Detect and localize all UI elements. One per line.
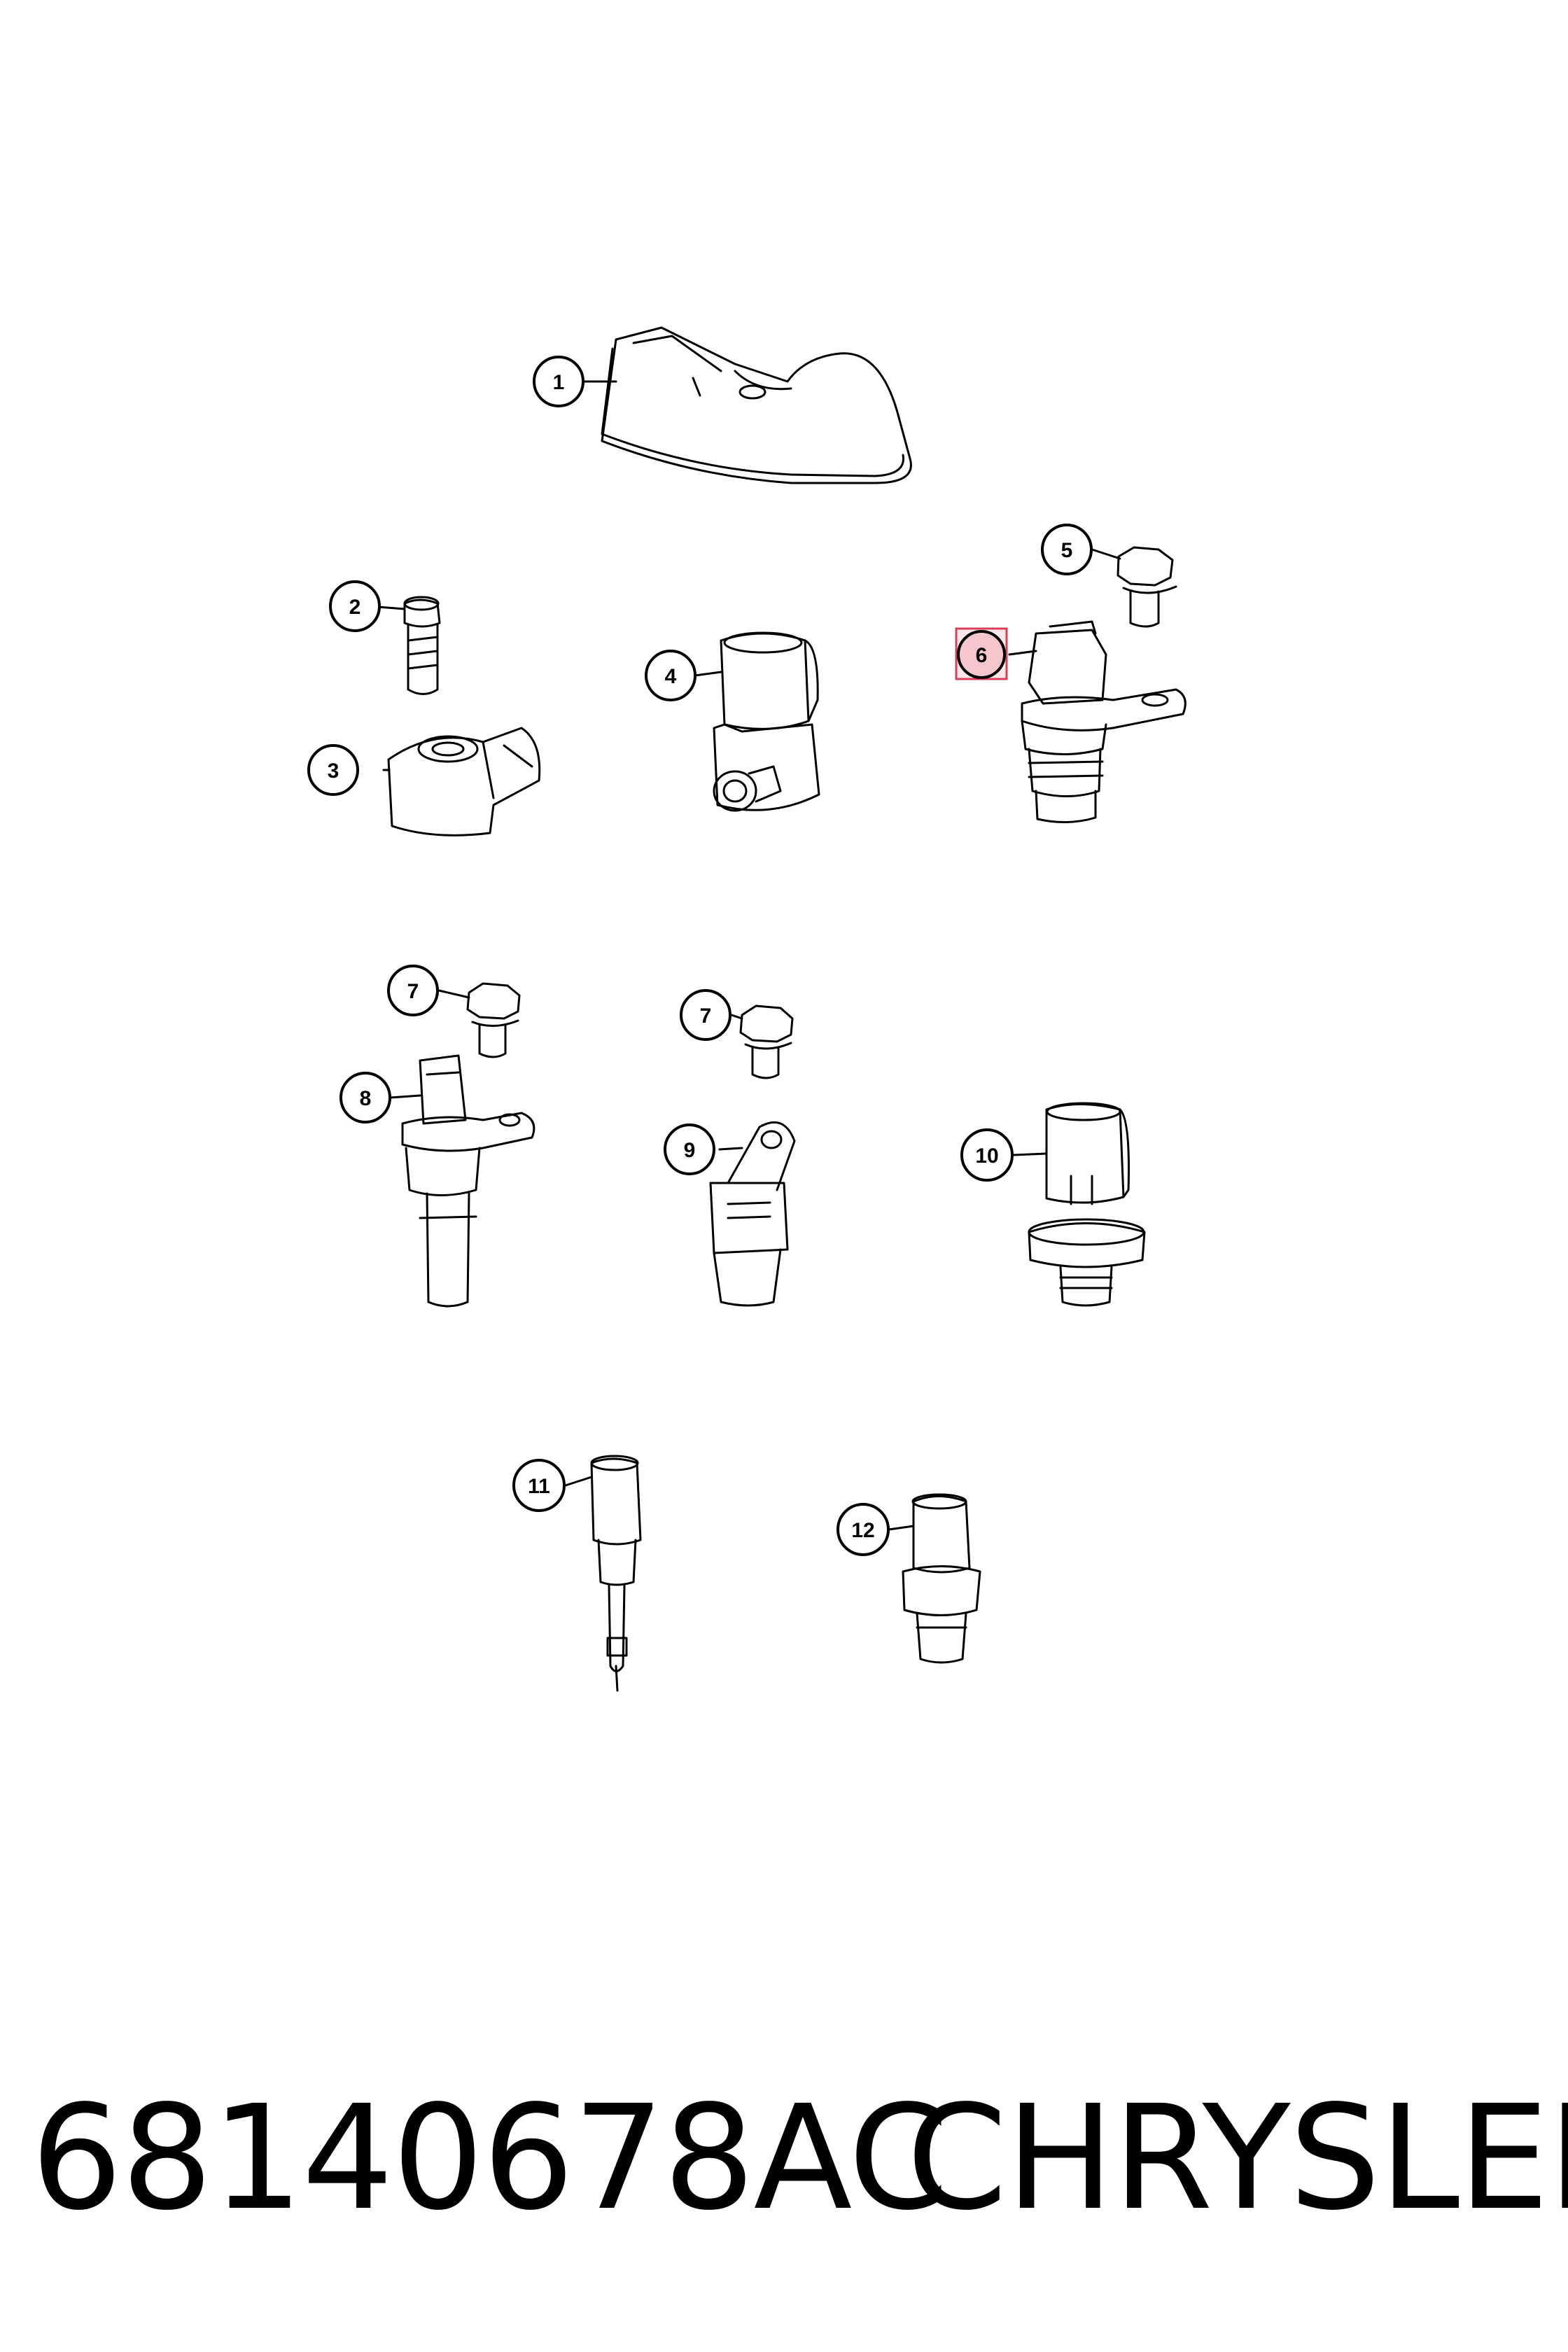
part-11-temp-sensor [590, 1455, 642, 1692]
callout-9-label: 9 [684, 1139, 696, 1162]
part-4-sensor [713, 631, 820, 812]
part-10-pressure-sender [1028, 1102, 1146, 1307]
callout-7b-label: 7 [700, 1004, 712, 1028]
callout-9[interactable]: 9 [664, 1124, 715, 1175]
callout-1-label: 1 [553, 371, 565, 394]
callout-7-center[interactable]: 7 [680, 989, 732, 1041]
callout-2[interactable]: 2 [329, 580, 381, 632]
brand-name: CHRYSLER [906, 2074, 1568, 2242]
part-9-sensor [709, 1121, 796, 1307]
callout-leader-lines [377, 380, 1121, 1531]
callout-5-label: 5 [1061, 539, 1073, 562]
part-7-bolt-left [466, 982, 521, 1058]
part-7-bolt-center [739, 1004, 794, 1079]
callout-4-label: 4 [665, 665, 677, 688]
callout-3-label: 3 [328, 760, 340, 783]
callout-5[interactable]: 5 [1041, 524, 1093, 575]
callout-2-label: 2 [349, 596, 361, 619]
part-1-engine-cover [601, 326, 912, 484]
callout-6-label: 6 [976, 644, 988, 667]
callout-10-label: 10 [975, 1144, 998, 1168]
callout-12-label: 12 [851, 1519, 874, 1542]
callout-7a-label: 7 [407, 980, 419, 1003]
callout-7-left[interactable]: 7 [387, 965, 439, 1016]
part-8-sensor [401, 1054, 536, 1308]
part-2-bolt [403, 596, 441, 695]
part-number: 68140678AC [31, 2074, 949, 2242]
callout-11-label: 11 [528, 1475, 550, 1498]
callout-8-label: 8 [360, 1087, 372, 1110]
callout-10[interactable]: 10 [960, 1128, 1014, 1182]
callout-12[interactable]: 12 [836, 1503, 890, 1556]
callouts: 1 2 3 4 5 6 7 7 [307, 356, 1093, 1556]
callout-6-highlighted[interactable]: 6 [955, 627, 1008, 680]
part-5-bolt [1116, 546, 1177, 628]
callout-3[interactable]: 3 [307, 744, 359, 796]
callout-4[interactable]: 4 [645, 650, 696, 701]
callout-8[interactable]: 8 [340, 1072, 391, 1124]
part-3-knock-sensor [387, 727, 541, 836]
callout-11[interactable]: 11 [512, 1459, 566, 1512]
part-12-pressure-switch [902, 1493, 981, 1664]
part-6-cam-sensor [1021, 620, 1186, 823]
callout-1[interactable]: 1 [533, 356, 584, 407]
